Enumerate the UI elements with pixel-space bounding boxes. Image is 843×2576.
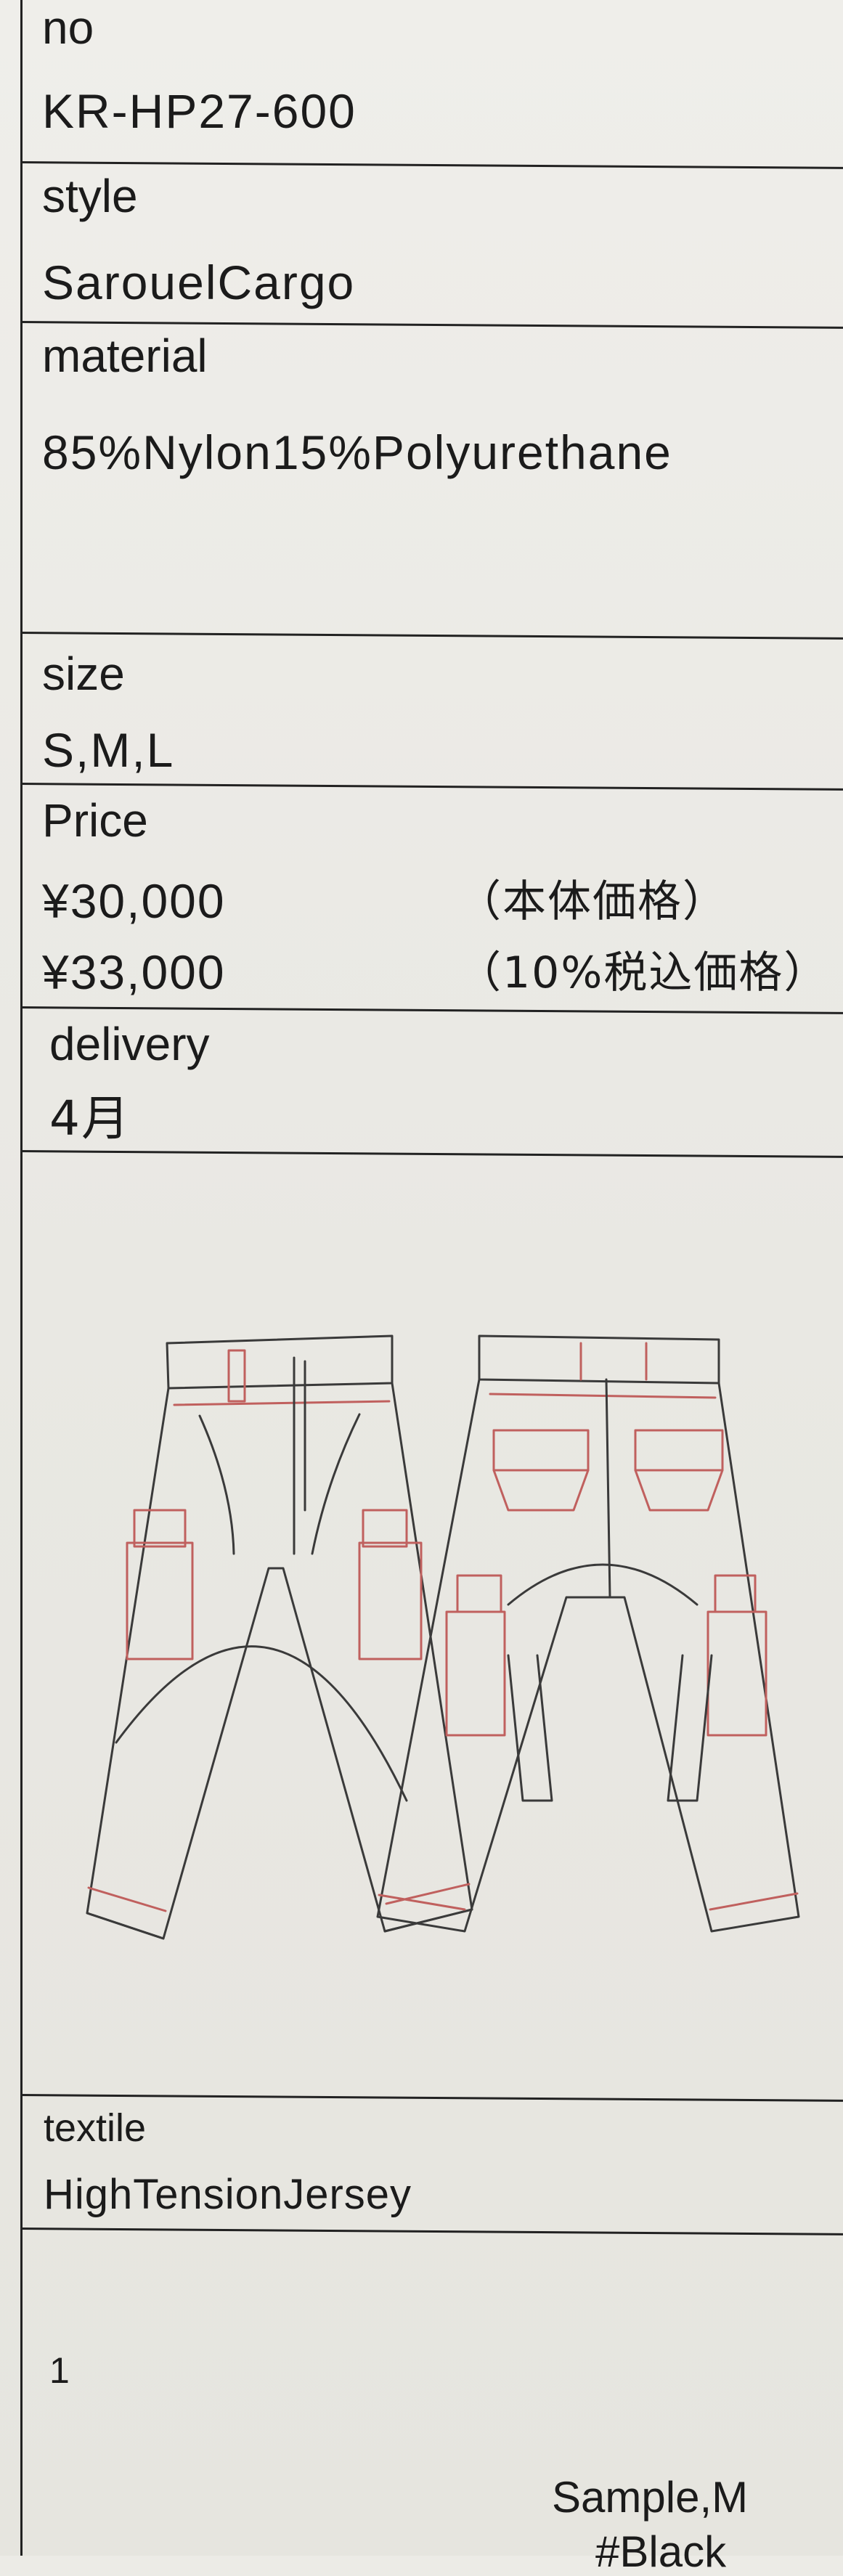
divider [20,632,843,640]
price-tax: ¥33,000 [42,945,226,999]
divider [20,783,843,791]
divider [20,161,843,169]
item-count: 1 [49,2350,70,2391]
delivery-label: delivery [49,1018,210,1070]
price-base-note: （本体価格） [457,876,728,927]
front-view [86,1334,473,1940]
divider [20,2094,843,2102]
delivery-value: 4月 [49,1091,131,1146]
no-label: no [42,1,94,54]
size-value: S,M,L [42,723,175,777]
back-view [376,1334,800,1933]
style-value: SarouelCargo [42,256,356,309]
no-value: KR-HP27-600 [42,84,357,138]
textile-label: textile [44,2106,147,2150]
textile-value: HighTensionJersey [44,2171,412,2218]
price-base: ¥30,000 [42,874,226,928]
divider [20,1150,843,1158]
cargo-pants-sketch [86,1334,800,1940]
left-border [20,0,23,2556]
material-value: 85%Nylon15%Polyurethane [42,425,672,479]
size-label: size [42,648,125,700]
divider [20,321,843,329]
sample-size: Sample,M [552,2473,749,2522]
price-label: Price [42,794,148,847]
material-label: material [42,330,208,382]
divider [20,1006,843,1014]
color-name: #Black [595,2527,727,2576]
divider [20,2227,843,2235]
style-label: style [42,170,138,222]
price-tax-note: （10%税込価格） [457,947,829,998]
